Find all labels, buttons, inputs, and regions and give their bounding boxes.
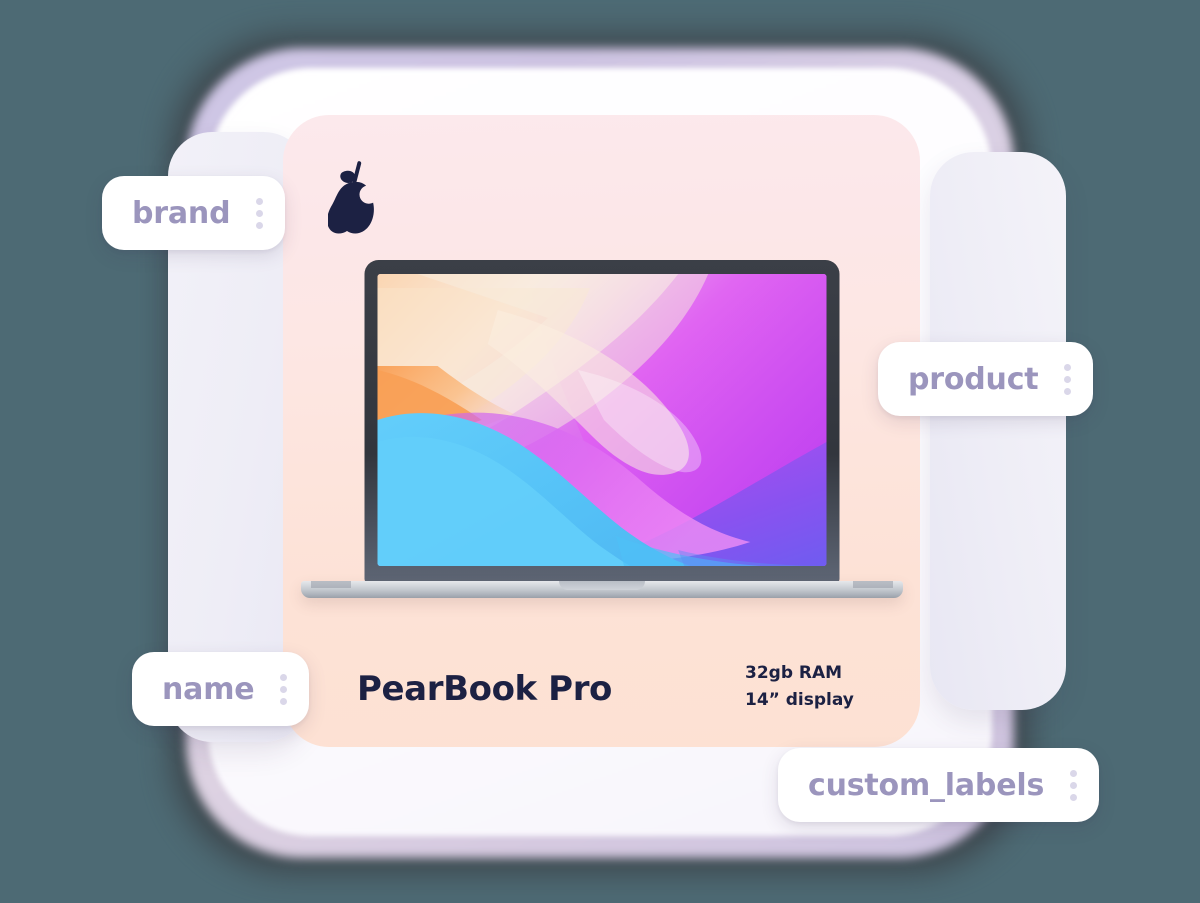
laptop-icon [283, 260, 920, 620]
field-pill-product-label: product [908, 361, 1039, 397]
field-pill-brand-label: brand [132, 195, 231, 231]
laptop-base [300, 581, 903, 598]
field-pill-product[interactable]: product [878, 342, 1094, 416]
laptop-lid [364, 260, 839, 583]
spec-ram: 32gb RAM [745, 663, 843, 683]
laptop-screen [377, 274, 826, 566]
field-pill-name-label: name [162, 671, 255, 707]
background-card-right [930, 152, 1066, 710]
product-specs: 32gb RAM 14” display [745, 660, 854, 714]
kebab-menu-icon[interactable] [256, 197, 264, 229]
product-card: PearBook Pro 32gb RAM 14” display [283, 115, 920, 747]
laptop-base-highlight-right [852, 581, 893, 588]
laptop-base-notch [558, 581, 645, 590]
field-pill-brand[interactable]: brand [102, 176, 286, 250]
product-name: PearBook Pro [357, 669, 613, 709]
field-pill-custom-labels[interactable]: custom_labels [778, 748, 1100, 822]
field-pill-name[interactable]: name [132, 652, 310, 726]
kebab-menu-icon[interactable] [280, 673, 288, 705]
spec-display: 14” display [745, 690, 854, 710]
laptop-base-highlight-left [310, 581, 351, 588]
pear-logo-icon [327, 159, 386, 235]
field-pill-custom-labels-label: custom_labels [808, 767, 1045, 803]
kebab-menu-icon[interactable] [1070, 769, 1078, 801]
kebab-menu-icon[interactable] [1064, 363, 1072, 395]
